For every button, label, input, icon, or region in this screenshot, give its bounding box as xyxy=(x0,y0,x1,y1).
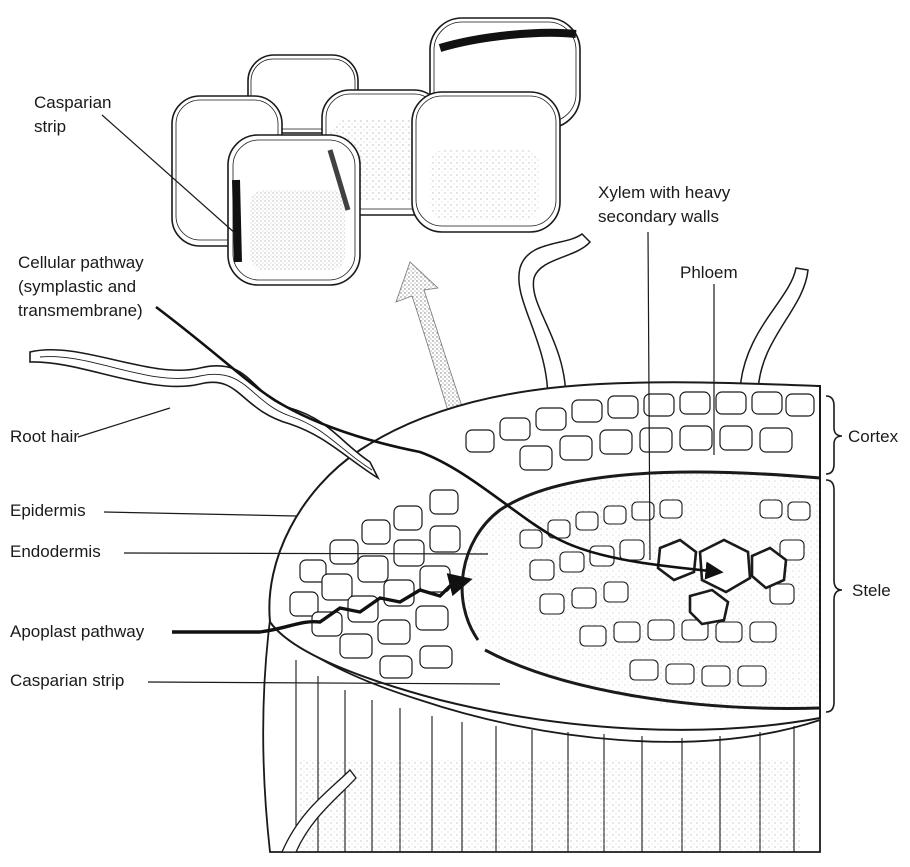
brackets xyxy=(826,396,842,712)
endodermis-cells-inset xyxy=(172,18,580,285)
label-endodermis: Endodermis xyxy=(10,542,101,561)
label-cellular-pathway: Cellular pathway (symplastic and transme… xyxy=(18,253,148,320)
label-casparian-strip-top: Casparian strip xyxy=(34,93,116,136)
cortex-bracket xyxy=(826,396,842,474)
label-cortex: Cortex xyxy=(848,427,899,446)
upper-root-hairs xyxy=(519,234,808,400)
label-apoplast-pathway: Apoplast pathway xyxy=(10,622,145,641)
label-stele: Stele xyxy=(852,581,891,600)
stele-bracket xyxy=(826,480,842,712)
root-hair xyxy=(30,350,378,478)
label-epidermis: Epidermis xyxy=(10,501,86,520)
label-xylem: Xylem with heavy secondary walls xyxy=(598,183,735,226)
label-phloem: Phloem xyxy=(680,263,738,282)
label-root-hair: Root hair xyxy=(10,427,79,446)
label-casparian-strip-bottom: Casparian strip xyxy=(10,671,124,690)
